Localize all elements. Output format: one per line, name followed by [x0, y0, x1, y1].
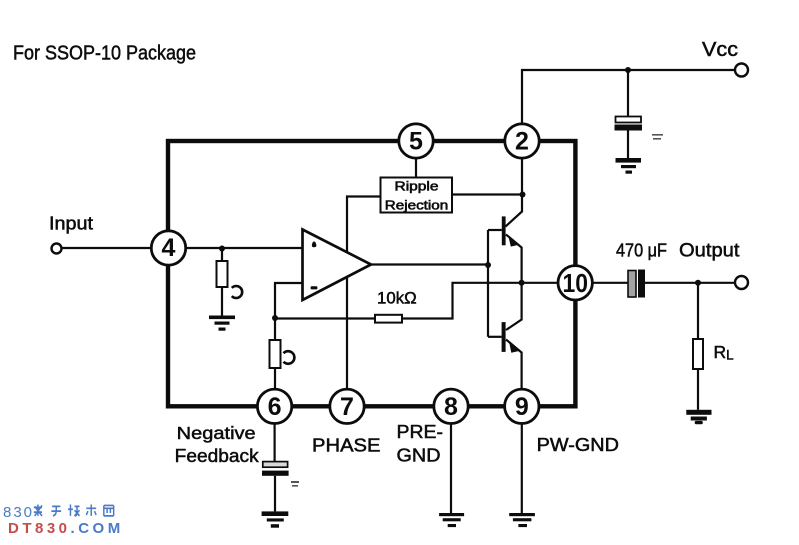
svg-text:6: 6 — [268, 393, 282, 421]
svg-text:830: 830 — [3, 504, 34, 521]
svg-text:For SSOP-10 Package: For SSOP-10 Package — [13, 42, 196, 65]
svg-text:470 μF: 470 μF — [616, 239, 667, 260]
svg-text:Rejection: Rejection — [385, 198, 449, 213]
svg-text:10kΩ: 10kΩ — [377, 289, 417, 308]
svg-text:4: 4 — [162, 234, 176, 262]
svg-text:Ripple: Ripple — [395, 179, 439, 194]
svg-text:PRE-: PRE- — [397, 422, 444, 442]
svg-text:10: 10 — [562, 268, 588, 298]
svg-text:8: 8 — [444, 393, 458, 421]
svg-text:Input: Input — [49, 214, 93, 234]
svg-text:7: 7 — [340, 393, 354, 421]
svg-text:2: 2 — [515, 128, 529, 156]
svg-text:9: 9 — [515, 393, 529, 421]
svg-text:RL: RL — [714, 342, 735, 363]
svg-text:5: 5 — [409, 128, 423, 156]
svg-text:Output: Output — [679, 240, 740, 262]
svg-text:Negative: Negative — [177, 423, 256, 443]
svg-text:PW-GND: PW-GND — [537, 435, 619, 455]
svg-text:DT830.COM: DT830.COM — [8, 520, 124, 537]
svg-text:Feedback: Feedback — [175, 446, 260, 466]
svg-text:GND: GND — [397, 446, 441, 466]
svg-text:Vcc: Vcc — [702, 39, 738, 61]
svg-text:PHASE: PHASE — [312, 434, 381, 455]
